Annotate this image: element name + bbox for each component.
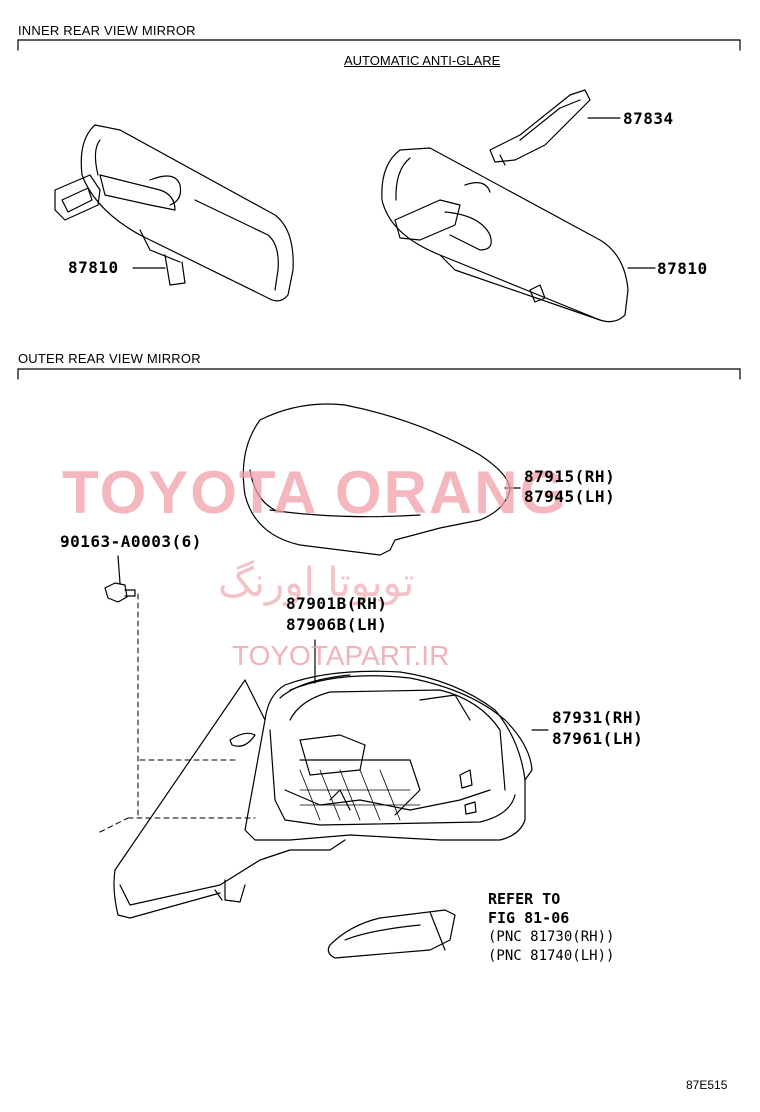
- reference-line-1: REFER TO: [488, 890, 561, 908]
- inner-section-frame: [17, 39, 741, 51]
- reference-line-3: (PNC 81730(RH)): [488, 929, 615, 945]
- inner-section-title: INNER REAR VIEW MIRROR: [18, 23, 196, 38]
- screw-drawing: [104, 555, 136, 603]
- part-87961-label[interactable]: 87961(LH): [552, 729, 644, 748]
- part-87901b-label[interactable]: 87901B(RH): [286, 594, 388, 613]
- reference-line-4: (PNC 81740(LH)): [488, 948, 615, 964]
- site-watermark: TOYOTAPART.IR: [232, 640, 450, 671]
- diagram-code: 87E515: [686, 1078, 728, 1092]
- turn-signal-lamp-drawing: [327, 909, 456, 959]
- reference-line-2[interactable]: FIG 81-06: [488, 909, 570, 927]
- inner-mirror-left-drawing: [54, 124, 294, 302]
- mirror-glass-drawing: [279, 674, 549, 781]
- inner-mirror-right-drawing: [381, 89, 656, 323]
- part-87906b-label[interactable]: 87906B(LH): [286, 615, 388, 634]
- part-87945-label[interactable]: 87945(LH): [524, 487, 616, 506]
- outer-section-frame: [17, 368, 741, 380]
- mirror-cover-drawing: [242, 403, 521, 556]
- part-87915-label[interactable]: 87915(RH): [524, 467, 616, 486]
- part-87834-label[interactable]: 87834: [623, 109, 674, 128]
- outer-section-title: OUTER REAR VIEW MIRROR: [18, 351, 201, 366]
- part-87931-label[interactable]: 87931(RH): [552, 708, 644, 727]
- part-87810-left-label[interactable]: 87810: [68, 258, 119, 277]
- auto-anti-glare-subtitle: AUTOMATIC ANTI-GLARE: [344, 53, 501, 68]
- part-87810-right-label[interactable]: 87810: [657, 259, 708, 278]
- guide-lines: [99, 593, 256, 833]
- part-90163-label[interactable]: 90163-A0003(6): [60, 532, 202, 551]
- mirror-housing-drawing: [113, 639, 526, 919]
- persian-watermark: تویوتا اورنگ: [218, 560, 415, 606]
- brand-watermark: TOYOTA ORANG: [62, 459, 569, 526]
- reference-note: REFER TO FIG 81-06 (PNC 81730(RH)) (PNC …: [488, 890, 614, 966]
